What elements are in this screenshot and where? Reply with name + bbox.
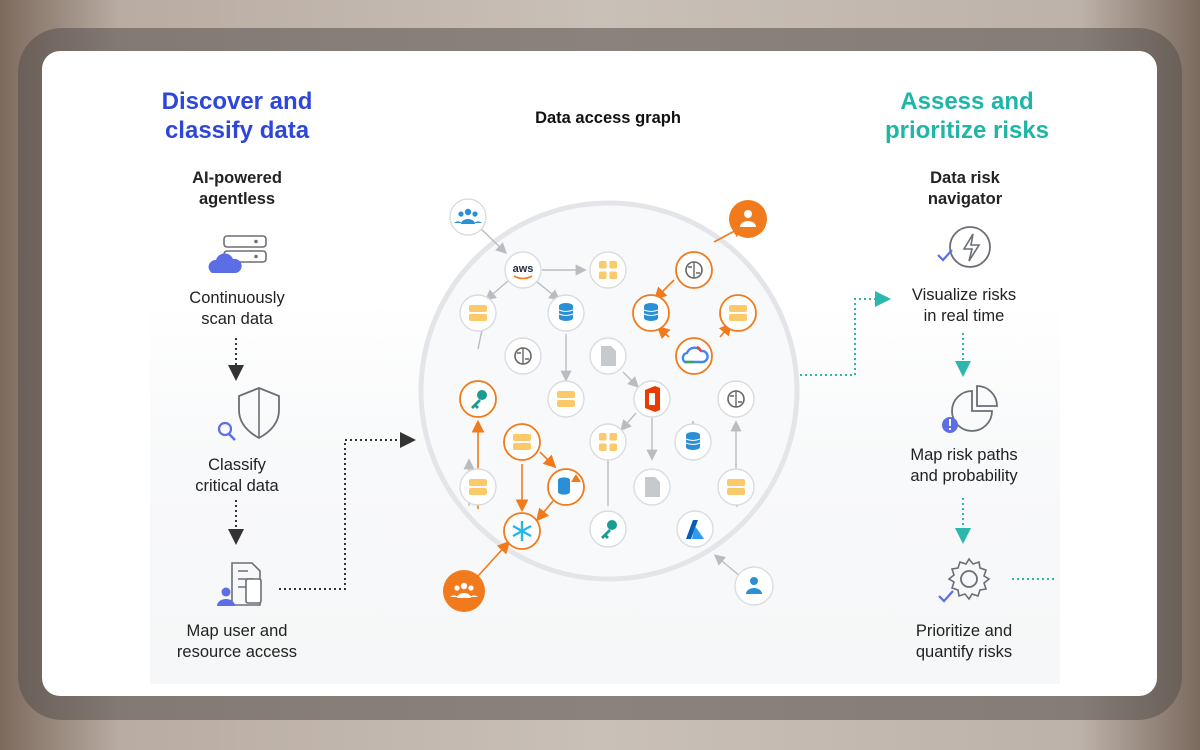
diagram-card: Discover and classify data AI-powered ag… — [42, 51, 1157, 696]
office-node — [633, 380, 671, 418]
storage-node-3 — [459, 468, 497, 506]
grid-apps-node-2 — [589, 423, 627, 461]
step-prioritize-label: Prioritize and quantify risks — [874, 621, 1054, 663]
database-alert-node-orange — [547, 468, 585, 506]
user-node-alert — [729, 200, 767, 238]
left-column-title: Discover and classify data — [122, 87, 352, 145]
left-title-line2: classify data — [164, 117, 310, 144]
document-node-1 — [589, 337, 627, 375]
graph-title: Data access graph — [535, 109, 681, 127]
step-map-access-line2: resource access — [176, 643, 298, 661]
right-subtitle-line2: navigator — [927, 190, 1003, 208]
step-risk-paths-label: Map risk paths and probability — [874, 445, 1054, 487]
step-prioritize-line1: Prioritize and — [915, 622, 1013, 640]
step-visualize-line1: Visualize risks — [911, 286, 1017, 304]
step-prioritize-line2: quantify risks — [915, 643, 1013, 661]
step-classify-label: Classify critical data — [147, 455, 327, 497]
gear-check-icon — [938, 557, 991, 603]
database-node-1 — [547, 294, 585, 332]
right-subtitle-line1: Data risk — [930, 169, 1000, 187]
azure-node — [676, 510, 714, 548]
step-classify-line1: Classify — [208, 456, 266, 474]
aws-node: aws — [504, 251, 542, 289]
connector-graph-to-right — [800, 291, 891, 376]
step-scan-label: Continuously scan data — [147, 288, 327, 330]
storage-node-orange-2 — [503, 423, 541, 461]
aws-label: aws — [513, 263, 534, 275]
document-node-2 — [633, 468, 671, 506]
step-risk-paths-line2: and probability — [910, 467, 1018, 485]
left-subtitle: AI-powered agentless — [152, 168, 322, 210]
step-risk-paths-line1: Map risk paths — [910, 446, 1018, 464]
shield-search-icon — [217, 387, 280, 441]
ai-brain-node-1 — [504, 337, 542, 375]
storage-node-2 — [547, 380, 585, 418]
storage-node-orange — [719, 294, 757, 332]
ai-brain-node-2 — [717, 380, 755, 418]
storage-node-1 — [459, 294, 497, 332]
snowflake-node-orange — [503, 512, 541, 550]
left-title-line1: Discover and — [161, 88, 313, 115]
right-title-line2: prioritize risks — [884, 117, 1050, 144]
right-subtitle: Data risk navigator — [880, 168, 1050, 210]
step-scan-line1: Continuously — [189, 289, 285, 307]
users-group-node — [449, 198, 487, 236]
storage-node-4 — [717, 468, 755, 506]
step-map-access-label: Map user and resource access — [147, 621, 327, 663]
right-title-line1: Assess and — [900, 88, 1034, 115]
connector-left-to-graph — [279, 432, 416, 590]
database-node-2 — [674, 423, 712, 461]
user-node — [734, 566, 774, 606]
graph-boundary-circle — [418, 200, 800, 582]
grid-apps-node — [589, 251, 627, 289]
left-subtitle-line2: agentless — [198, 190, 276, 208]
orange-edges — [471, 225, 745, 577]
lightning-check-icon — [937, 226, 991, 268]
key-node-orange — [459, 380, 497, 418]
database-node-orange — [632, 294, 670, 332]
step-classify-line2: critical data — [195, 477, 279, 495]
users-group-node-alert — [443, 570, 485, 612]
right-column-title: Assess and prioritize risks — [852, 87, 1082, 145]
step-visualize-label: Visualize risks in real time — [874, 285, 1054, 327]
cloud-server-icon — [208, 235, 267, 273]
ai-brain-node-orange — [675, 251, 713, 289]
diagram-graphics: aws — [208, 198, 1054, 612]
google-cloud-node — [675, 337, 713, 375]
step-map-access-line1: Map user and — [186, 622, 288, 640]
pie-chart-alert-icon — [942, 385, 998, 433]
user-document-icon — [217, 562, 262, 606]
step-visualize-line2: in real time — [923, 307, 1005, 325]
left-subtitle-line1: AI-powered — [192, 169, 282, 187]
key-node — [589, 510, 627, 548]
step-scan-line2: scan data — [201, 310, 273, 328]
